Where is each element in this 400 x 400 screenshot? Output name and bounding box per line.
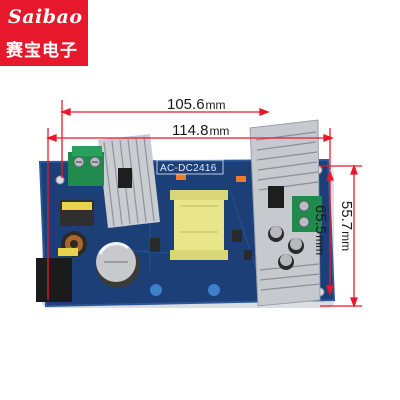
- filter-capacitor: [36, 258, 72, 302]
- input-terminal-block: [68, 146, 104, 186]
- inner-height-value: 65.5: [312, 204, 329, 235]
- inner-height-label: 65.5mm: [311, 205, 329, 255]
- outer-width-label: 105.6mm: [167, 96, 226, 114]
- inner-width-label: 114.8mm: [172, 122, 229, 140]
- outer-height-unit: mm: [339, 231, 353, 252]
- output-terminal-block: [292, 196, 322, 232]
- outer-width-unit: mm: [205, 98, 226, 112]
- mosfet: [118, 168, 132, 188]
- mounting-hole: [55, 175, 65, 185]
- brand-logo: Saibao 赛宝电子: [0, 0, 88, 66]
- inner-width-value: 114.8: [172, 122, 209, 139]
- outer-width-value: 105.6: [167, 96, 205, 113]
- inner-width-unit: mm: [209, 124, 230, 138]
- inner-height-unit: mm: [313, 235, 327, 256]
- board-label-box: [156, 159, 224, 175]
- brand-name: Saibao: [8, 6, 83, 28]
- outer-height-value: 55.7: [338, 200, 355, 231]
- output-capacitors: [268, 226, 304, 270]
- main-transformer: [170, 190, 228, 260]
- right-heatsink: [249, 119, 321, 307]
- bulk-capacitor: [96, 242, 140, 288]
- mosfet: [268, 186, 284, 208]
- board-model-label: AC-DC2416: [160, 163, 217, 174]
- brand-chinese-name: 赛宝电子: [6, 41, 78, 61]
- outer-height-label: 55.7mm: [337, 201, 355, 251]
